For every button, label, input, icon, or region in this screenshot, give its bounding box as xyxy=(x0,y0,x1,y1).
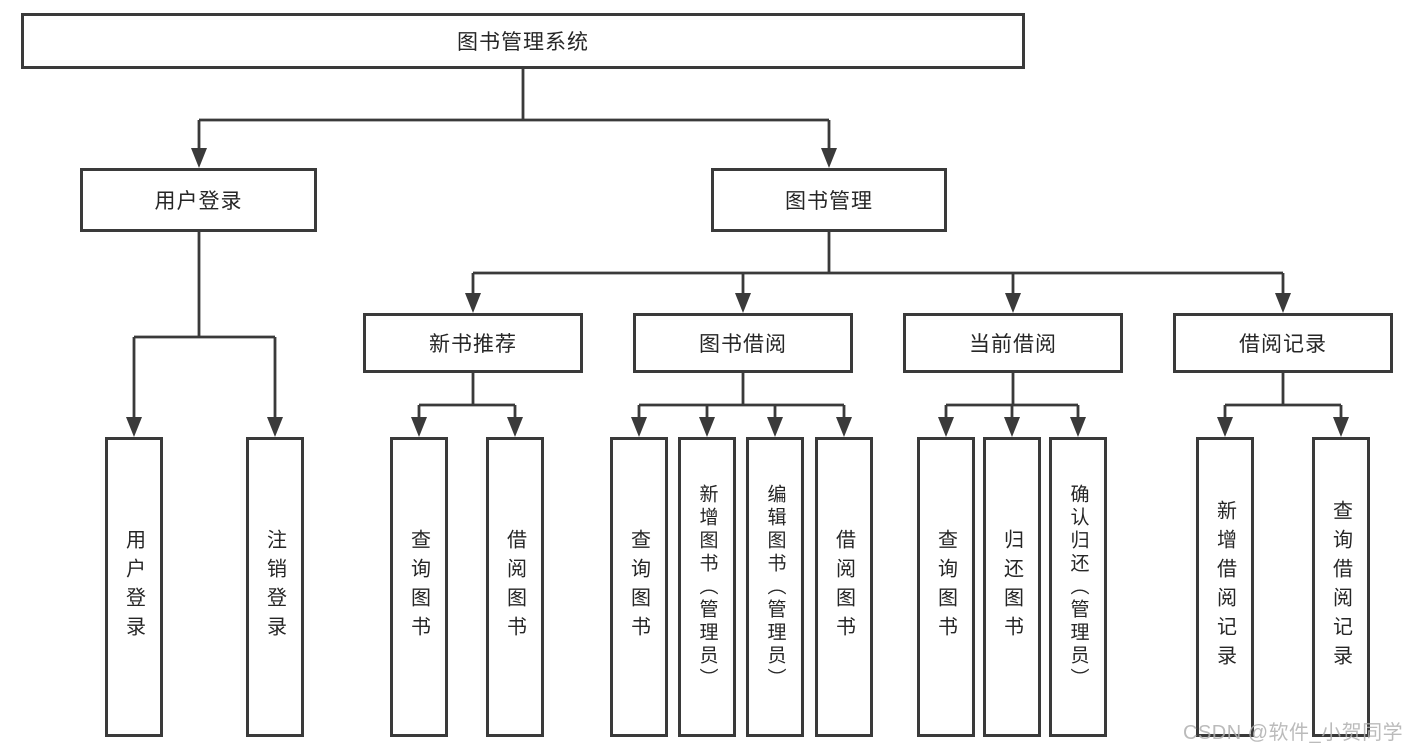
node-book-borrow: 图书借阅 xyxy=(633,313,853,373)
csdn-watermark: CSDN @软件_小贺同学 xyxy=(1183,722,1404,744)
node-book-management: 图书管理 xyxy=(711,168,947,232)
leaf-records-query-record: 查询借阅记录 xyxy=(1312,437,1370,737)
node-user-login: 用户登录 xyxy=(80,168,317,232)
leaf-borrow-edit-books-admin: 编辑图书（管理员） xyxy=(746,437,804,737)
leaf-current-query-books: 查询图书 xyxy=(917,437,975,737)
node-borrow-records: 借阅记录 xyxy=(1173,313,1393,373)
leaf-borrow-query-books: 查询图书 xyxy=(610,437,668,737)
node-library-system: 图书管理系统 xyxy=(21,13,1025,69)
leaf-borrow-add-books-admin: 新增图书（管理员） xyxy=(678,437,736,737)
leaf-user-login: 用户登录 xyxy=(105,437,163,737)
leaf-logout: 注销登录 xyxy=(246,437,304,737)
leaf-newbook-borrow-books: 借阅图书 xyxy=(486,437,544,737)
node-current-borrow: 当前借阅 xyxy=(903,313,1123,373)
node-new-book-recommend: 新书推荐 xyxy=(363,313,583,373)
leaf-current-confirm-return-admin: 确认归还（管理员） xyxy=(1049,437,1107,737)
leaf-current-return-books: 归还图书 xyxy=(983,437,1041,737)
leaf-borrow-borrow-books: 借阅图书 xyxy=(815,437,873,737)
leaf-records-add-record: 新增借阅记录 xyxy=(1196,437,1254,737)
leaf-newbook-query-books: 查询图书 xyxy=(390,437,448,737)
